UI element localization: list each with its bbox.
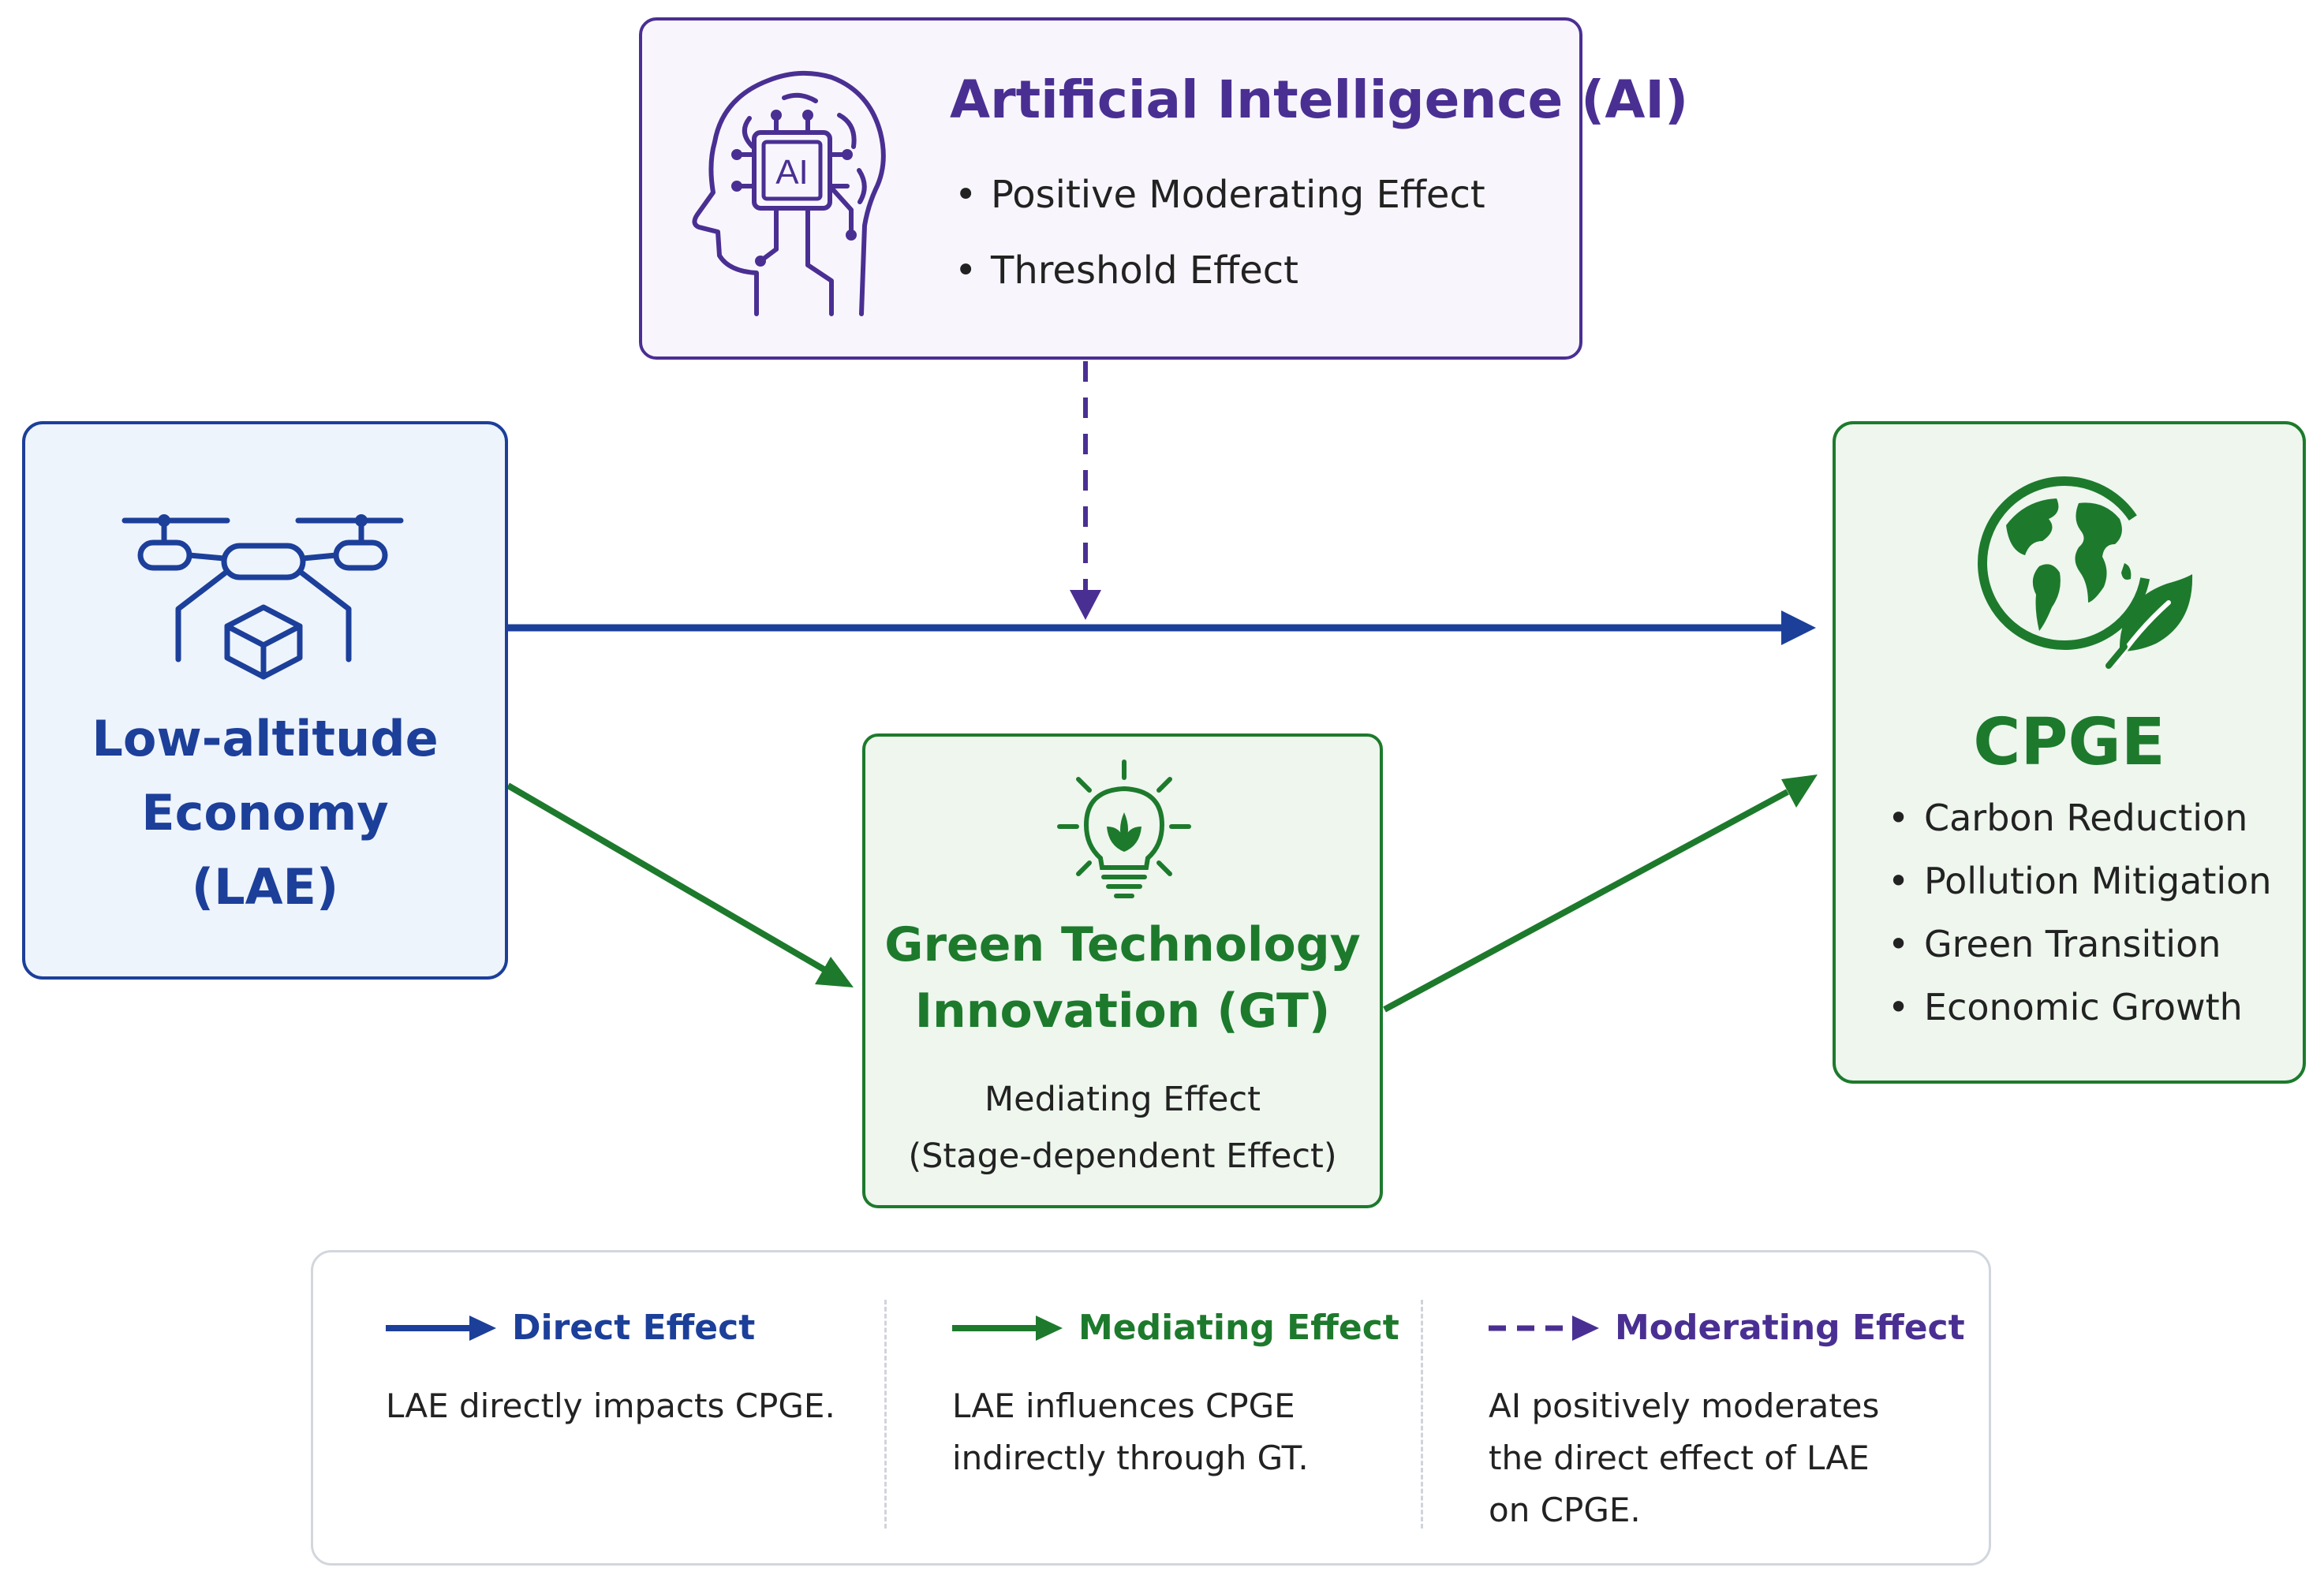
mediating-effect-arrowhead-in [815,957,854,987]
legend-desc-line: LAE influences CPGE [952,1387,1295,1425]
cpge-outcome-item: Green Transition [1883,920,2271,983]
direct-arrow-swatch-icon [386,1316,496,1341]
cpge-outcome-item: Economic Growth [1883,983,2271,1046]
lae-title-line: (LAE) [191,858,339,916]
cpge-outcome-item: Pollution Mitigation [1883,857,2271,920]
gt-title: Green Technology Innovation (GT) [865,912,1380,1044]
legend-mediating-desc: LAE influences CPGE indirectly through G… [952,1380,1309,1484]
moderating-arrow-swatch-icon [1489,1316,1599,1341]
drone-icon [121,514,404,680]
legend-direct-label: Direct Effect [512,1308,756,1348]
legend-mediating-label: Mediating Effect [1078,1308,1399,1348]
legend-desc-line: AI positively moderates [1489,1387,1880,1425]
globe-leaf-icon [1978,476,2193,669]
legend-divider [1421,1300,1423,1528]
mediating-effect-arrowhead-out [1781,774,1818,808]
legend: Direct Effect LAE directly impacts CPGE.… [311,1250,1991,1566]
legend-moderating-desc: AI positively moderates the direct effec… [1489,1380,1879,1536]
ai-title: Artificial Intelligence (AI) [950,69,1689,130]
gt-title-line: Green Technology [884,917,1361,972]
legend-desc-line: the direct effect of LAE [1489,1439,1870,1477]
ai-effects-list: Positive Moderating Effect Threshold Eff… [950,170,1485,322]
legend-direct-desc: LAE directly impacts CPGE. [386,1380,835,1432]
gt-subtitle-line: (Stage-dependent Effect) [908,1137,1337,1176]
lae-title-line: Low-altitude [92,710,439,767]
cpge-title: CPGE [1973,705,2165,780]
gt-node: Green Technology Innovation (GT) Mediati… [862,733,1383,1208]
ai-chip-label: AI [775,153,809,192]
ai-head-icon: AI [692,70,886,316]
direct-effect-arrowhead [1781,610,1816,645]
cpge-outcomes-list: Carbon Reduction Pollution Mitigation Gr… [1883,793,2271,1046]
gt-subtitle: Mediating Effect (Stage-dependent Effect… [865,1071,1380,1185]
gt-title-line: Innovation (GT) [914,983,1331,1039]
lightbulb-icon [1057,760,1191,898]
lae-node: Low-altitude Economy (LAE) [22,421,508,980]
gt-subtitle-line: Mediating Effect [985,1080,1261,1119]
legend-divider [884,1300,887,1528]
legend-desc-line: LAE directly impacts CPGE. [386,1387,835,1425]
lae-title-line: Economy [141,784,389,842]
legend-desc-line: indirectly through GT. [952,1439,1309,1477]
legend-moderating-label: Moderating Effect [1615,1308,1965,1348]
lae-title: Low-altitude Economy (LAE) [25,702,505,924]
mediating-effect-arrow-in [506,782,828,973]
ai-node: AI Artificial Intelligence (AI) Positive… [639,17,1688,360]
ai-effect-item: Positive Moderating Effect [950,170,1485,246]
mediating-effect-arrow-out [1383,789,1789,1013]
cpge-node: CPGE Carbon Reduction Pollution Mitigati… [1833,421,2306,1084]
cpge-outcome-item: Carbon Reduction [1883,793,2271,857]
mediating-arrow-swatch-icon [952,1316,1063,1341]
moderating-effect-arrowhead [1070,590,1101,620]
legend-desc-line: on CPGE. [1489,1491,1641,1529]
ai-effect-item: Threshold Effect [950,246,1485,322]
